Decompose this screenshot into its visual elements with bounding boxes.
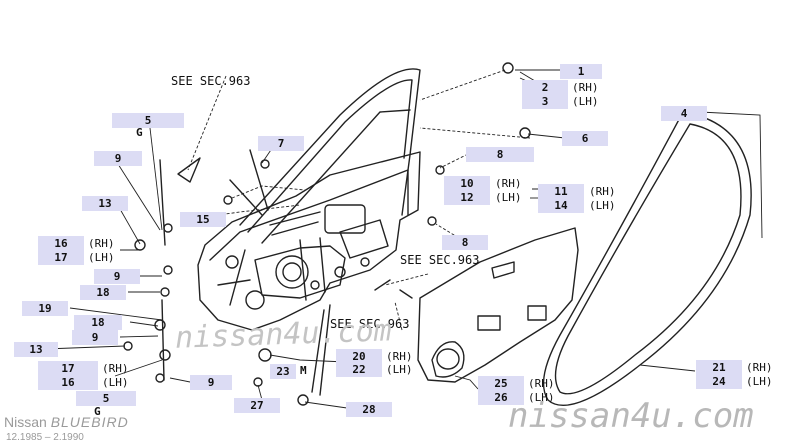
callout-13-a[interactable]: 13: [82, 196, 128, 211]
door-trim-panel: [417, 227, 579, 383]
callout-16-a[interactable]: 16: [38, 236, 84, 251]
brand-dates: 12.1985 – 2.1990: [6, 432, 84, 443]
side-lh: (LH): [572, 95, 599, 108]
side-rh: (RH): [88, 237, 115, 250]
marker-m: M: [300, 364, 307, 377]
callout-6[interactable]: 6: [562, 131, 608, 146]
callout-1[interactable]: 1: [560, 64, 602, 79]
watermark-large: nissan4u.com: [508, 396, 754, 436]
callout-16-b[interactable]: 16: [38, 375, 98, 390]
weatherstrip: [542, 111, 752, 407]
callout-14[interactable]: 14: [538, 198, 584, 213]
callout-7[interactable]: 7: [258, 136, 304, 151]
callout-17-a[interactable]: 17: [38, 250, 84, 265]
callout-25[interactable]: 25: [478, 376, 524, 391]
callout-27[interactable]: 27: [234, 398, 280, 413]
callout-22[interactable]: 22: [336, 362, 382, 377]
note-see-sec-963-mid: SEE SEC.963: [400, 253, 480, 267]
callout-3[interactable]: 3: [522, 94, 568, 109]
side-lh: (LH): [495, 191, 522, 204]
callout-13-b[interactable]: 13: [14, 342, 58, 357]
side-rh: (RH): [495, 177, 522, 190]
brand-line: Nissan BLUEBIRD: [4, 414, 129, 430]
side-lh: (LH): [88, 251, 115, 264]
callout-15[interactable]: 15: [180, 212, 226, 227]
callout-11[interactable]: 11: [538, 184, 584, 199]
side-rh: (RH): [102, 362, 129, 375]
callout-18-a[interactable]: 18: [80, 285, 126, 300]
callout-17-b[interactable]: 17: [38, 361, 98, 376]
callout-12[interactable]: 12: [444, 190, 490, 205]
callout-26[interactable]: 26: [478, 390, 524, 405]
side-lh: (LH): [386, 363, 413, 376]
brand-model: BLUEBIRD: [50, 414, 129, 430]
window-sash-frame: [239, 68, 421, 226]
door-outer-panel: [197, 151, 421, 331]
callout-2[interactable]: 2: [522, 80, 568, 95]
marker-g-bottom: G: [94, 405, 101, 418]
callout-9-c[interactable]: 9: [72, 330, 118, 345]
callout-9-b[interactable]: 9: [94, 269, 140, 284]
callout-9-a[interactable]: 9: [94, 151, 142, 166]
side-lh: (LH): [589, 199, 616, 212]
callout-24[interactable]: 24: [696, 374, 742, 389]
callout-4[interactable]: 4: [661, 106, 707, 121]
callout-8-a[interactable]: 8: [466, 147, 534, 162]
side-lh: (LH): [102, 376, 129, 389]
side-lh: (LH): [746, 375, 773, 388]
side-rh: (RH): [589, 185, 616, 198]
callout-5-bottom[interactable]: 5: [76, 391, 136, 406]
callout-23[interactable]: 23: [270, 364, 296, 379]
side-lh: (LH): [528, 391, 555, 404]
side-rh: (RH): [572, 81, 599, 94]
callout-28[interactable]: 28: [346, 402, 392, 417]
callout-18-b[interactable]: 18: [74, 315, 122, 330]
callout-20[interactable]: 20: [336, 349, 382, 364]
side-rh: (RH): [386, 350, 413, 363]
note-see-sec-963-low: SEE SEC.963: [330, 317, 410, 331]
callout-10[interactable]: 10: [444, 176, 490, 191]
side-rh: (RH): [746, 361, 773, 374]
note-see-sec-963-top: SEE SEC.963: [171, 74, 251, 88]
brand-make: Nissan: [4, 414, 47, 430]
callout-19[interactable]: 19: [22, 301, 68, 316]
callout-5-top[interactable]: 5: [112, 113, 184, 128]
callout-21[interactable]: 21: [696, 360, 742, 375]
callout-8-b[interactable]: 8: [442, 235, 488, 250]
callout-9-d[interactable]: 9: [190, 375, 232, 390]
side-rh: (RH): [528, 377, 555, 390]
marker-g-top: G: [136, 126, 143, 139]
